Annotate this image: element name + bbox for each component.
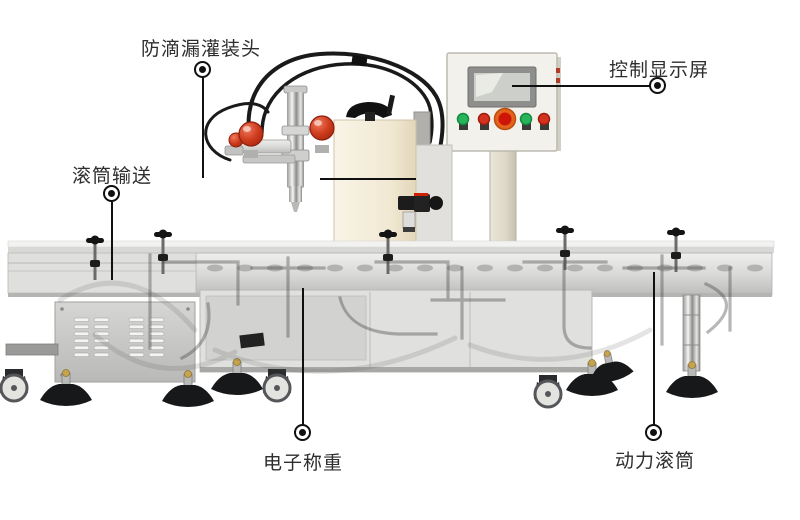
louvers [73,317,165,357]
cables [204,51,445,162]
target-dot-icon [645,424,662,441]
red-valve-knobs [228,115,335,148]
target-dot-icon [294,424,311,441]
target-dot-icon [649,77,666,94]
target-dot-icon [194,61,211,78]
green-button [456,112,470,130]
target-dot-icon [103,185,120,202]
callout-line [512,85,650,87]
watermark [148,253,732,361]
red-button [477,112,491,130]
callout-label-filling-head: 防滴漏灌装头 [140,38,261,60]
pneumatic-filter-regulator [398,193,443,232]
right-leg [682,294,701,372]
callout-line [320,178,416,180]
callout-line [202,78,204,178]
emergency-stop-button [493,107,517,131]
green-button-2 [519,112,533,130]
base-cabinet [199,289,593,373]
filling-unit [224,85,453,253]
left-cabinet [5,301,196,383]
handle [346,94,396,121]
callout-label-power-roller: 动力滚筒 [614,450,695,472]
roller-slots [207,264,763,272]
red-button-2 [537,112,551,130]
callout-label-electronic-weighing: 电子称重 [262,452,343,474]
control-panel [446,52,561,152]
callout-label-roller-conveyor: 滚筒输送 [71,165,152,187]
callout-line [302,288,304,426]
control-panel-pole [484,147,522,249]
callout-line [111,202,113,280]
filling-head-nozzle [281,85,310,212]
panel-buttons [456,107,551,131]
callout-label-control-screen: 控制显示屏 [608,59,709,81]
callout-line [653,272,655,426]
display-screen [467,66,537,108]
watermark-curves [57,280,653,374]
